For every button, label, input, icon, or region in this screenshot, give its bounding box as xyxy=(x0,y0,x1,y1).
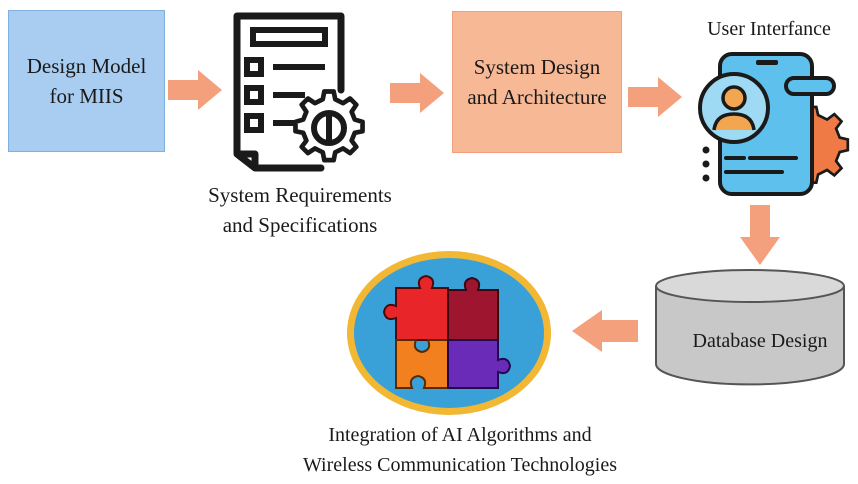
system-design-line2: and Architecture xyxy=(467,85,607,109)
requirements-line1: System Requirements xyxy=(208,183,392,207)
database-cylinder-icon xyxy=(655,269,845,386)
system-design-line1: System Design xyxy=(473,55,601,79)
design-model-box: Design Model for MIIS xyxy=(8,10,165,152)
mobile-user-icon xyxy=(698,52,850,196)
design-model-line2: for MIIS xyxy=(49,84,124,108)
user-interface-label: User Interfance xyxy=(707,18,831,40)
puzzle-icon xyxy=(347,251,551,415)
arrow-1 xyxy=(168,70,222,110)
arrow-3 xyxy=(628,77,682,117)
database-label: Database Design xyxy=(692,330,828,352)
arrow-left xyxy=(572,310,638,352)
integration-line1: Integration of AI Algorithms and xyxy=(328,424,592,446)
arrow-down xyxy=(740,205,780,265)
requirements-line2: and Specifications xyxy=(222,213,378,237)
system-design-box: System Design and Architecture xyxy=(452,11,622,153)
arrow-2 xyxy=(390,73,444,113)
integration-line2: Wireless Communication Technologies xyxy=(302,454,618,476)
document-gear-icon xyxy=(233,12,365,172)
requirements-caption: System Requirements and Specifications xyxy=(180,180,420,240)
design-model-line1: Design Model xyxy=(26,54,147,78)
integration-caption: Integration of AI Algorithms and Wireles… xyxy=(270,420,650,480)
